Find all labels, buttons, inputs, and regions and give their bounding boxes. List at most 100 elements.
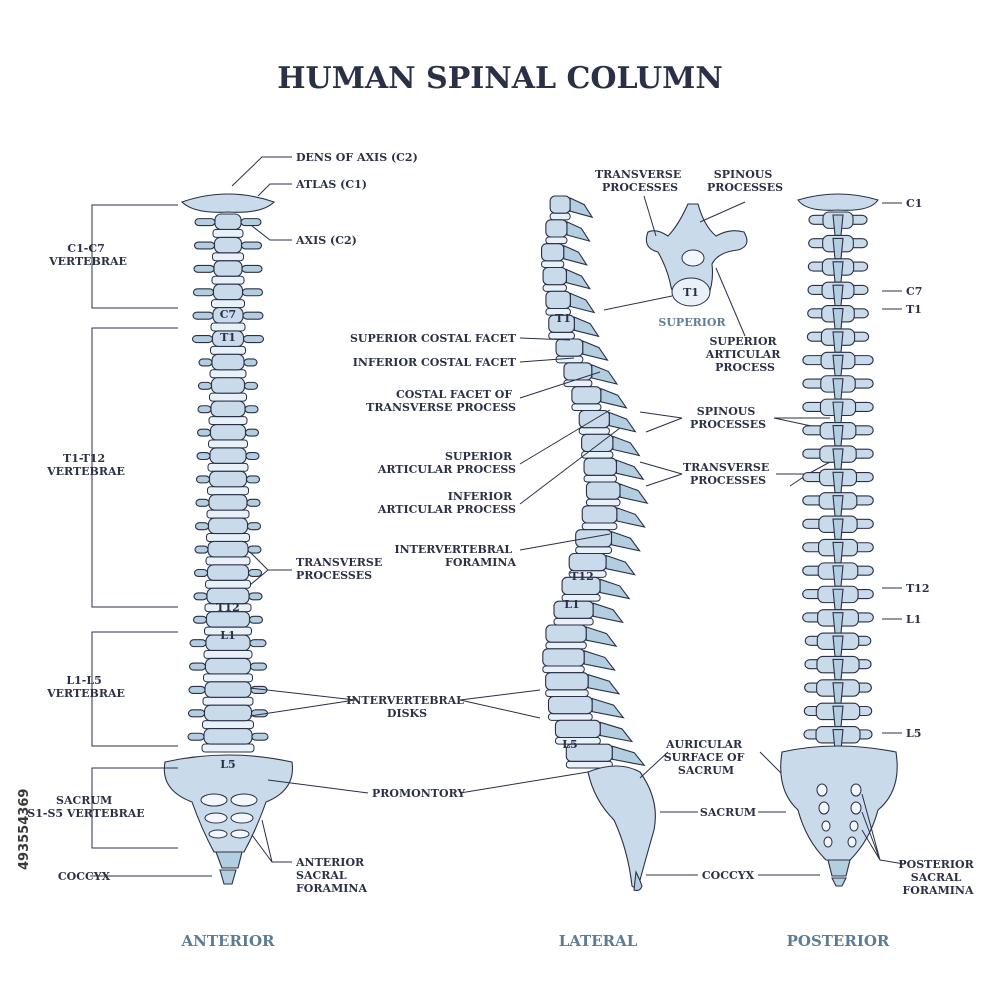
transverse-process (240, 241, 263, 250)
superior-view: T1 SUPERIOR TRANSVERSE PROCESSES SPINOUS… (595, 168, 783, 374)
intervertebral-disk (207, 462, 249, 472)
vertebral-body (214, 213, 242, 230)
spinous-process (585, 626, 618, 647)
lateral-vertebral-body (568, 552, 607, 572)
posterior-sacral-foramen (821, 820, 831, 832)
lateral-vertebral-body (575, 529, 613, 548)
spinous-process (599, 578, 631, 600)
lateral-sacrum (587, 765, 656, 888)
vertebral-body (212, 283, 244, 301)
costal-transverse-callout: COSTAL FACET OF TRANSVERSE PROCESS (366, 388, 516, 414)
lateral-disk (571, 403, 602, 411)
lateral-disk (548, 331, 575, 340)
lateral-disk (578, 427, 610, 435)
anterior-view-label: ANTERIOR (181, 932, 275, 950)
posterior-label-c7: C7 (906, 285, 922, 298)
posterior-spinous-process (832, 518, 844, 541)
thoracic-group-label: T1-T12 VERTEBRAE (46, 452, 125, 478)
intervertebral-disk (203, 673, 253, 683)
anterior-spine (180, 193, 276, 753)
posterior-sacral-foramen (823, 836, 833, 848)
posterior-spinous-process (832, 214, 844, 236)
transverse-process (197, 381, 213, 390)
transverse-process (247, 545, 262, 554)
transverse-process (196, 451, 211, 461)
posterior-sacral-foramina-callout: POSTERIOR SACRAL FORAMINA (898, 858, 977, 897)
lateral-disk (545, 689, 589, 697)
vertebral-body (203, 704, 253, 722)
spinous-process (610, 530, 641, 552)
lateral-vertebral-body (545, 672, 589, 691)
vertebral-body (204, 681, 252, 698)
intervertebral-disk (208, 439, 248, 449)
inferior-costal-callout: INFERIOR COSTAL FACET (353, 356, 517, 369)
posterior-spinous-process (832, 237, 844, 260)
intervertebral-disk (212, 252, 244, 262)
transverse-process (188, 685, 206, 694)
posterior-spinous-process (832, 284, 844, 307)
lateral-spinous-callout: SPINOUS PROCESSES (690, 405, 766, 431)
lateral-vertebral-body (545, 219, 568, 238)
spinous-process (569, 292, 596, 314)
posterior-coccyx (827, 859, 851, 887)
spinous-process (566, 220, 591, 242)
lateral-sacrum-callout: SACRUM (700, 806, 756, 819)
posterior-sacral-foramen (849, 820, 859, 832)
transverse-process (195, 498, 210, 507)
intervertebral-disk (202, 696, 254, 706)
posterior-spinous-process (832, 612, 844, 634)
auricular-surface-callout: AURICULAR SURFACE OF SACRUM (664, 738, 749, 777)
posterior-label-l5: L5 (906, 727, 921, 740)
anterior-coccyx (215, 851, 243, 885)
transverse-process (197, 405, 212, 414)
posterior-sacral-foramen (850, 801, 862, 815)
transverse-process (192, 615, 208, 624)
transverse-process (194, 545, 209, 554)
transverse-process (243, 381, 259, 390)
lateral-vertebral-body (563, 362, 593, 381)
vertebral-body (210, 400, 246, 418)
intervertebral-disk (210, 345, 246, 355)
transverse-process (245, 475, 261, 484)
spinous-process (600, 387, 628, 409)
transverse-process (193, 568, 209, 577)
posterior-spine (797, 193, 879, 751)
spinous-process (608, 411, 637, 433)
posterior-label-t1: T1 (906, 303, 922, 316)
posterior-spinous-process (832, 471, 844, 494)
posterior-label-t12: T12 (906, 582, 930, 595)
intervertebral-disk (203, 649, 253, 659)
anterior-transverse-callout: TRANSVERSE PROCESSES (296, 556, 386, 582)
transverse-process (198, 358, 213, 367)
posterior-sacrum (780, 745, 898, 861)
vertebral-body (208, 470, 248, 488)
lateral-vertebral-body (542, 648, 585, 667)
anterior-sacral-foramen (230, 812, 254, 824)
lateral-disk (547, 713, 593, 721)
spinous-process (592, 602, 624, 624)
anterior-sacral-foramen (230, 829, 250, 839)
intervertebral-disk (211, 299, 245, 309)
transverse-process (240, 218, 262, 227)
spinous-process (619, 483, 649, 505)
posterior-spinous-process (832, 682, 844, 704)
posterior-spinous-process (832, 541, 844, 564)
posterior-view: C1 C7 T1 T12 L1 L5 POSTERIOR SACRAL FORA… (780, 193, 977, 950)
lateral-label-t1: T1 (555, 312, 571, 325)
transverse-process (193, 592, 208, 601)
spinous-process (605, 554, 636, 576)
posterior-spinous-process (832, 261, 844, 283)
lateral-disk (585, 498, 621, 507)
vertebra-label-l5: L5 (220, 758, 235, 771)
intervertebral-disk (209, 369, 247, 379)
lateral-transverse-callout: TRANSVERSE PROCESSES (683, 461, 773, 487)
lateral-coccyx (633, 870, 643, 892)
posterior-spinous-process (832, 588, 844, 611)
vertebral-foramen (681, 249, 705, 267)
lateral-vertebral-body (571, 386, 602, 405)
transverse-process (243, 358, 258, 367)
spinous-process (612, 435, 641, 457)
superior-spinous-callout: SPINOUS PROCESSES (707, 168, 783, 194)
intervertebral-foramina-callout: INTERVERTEBRAL FORAMINA (394, 543, 516, 569)
vertebra-label-t1: T1 (220, 331, 236, 344)
